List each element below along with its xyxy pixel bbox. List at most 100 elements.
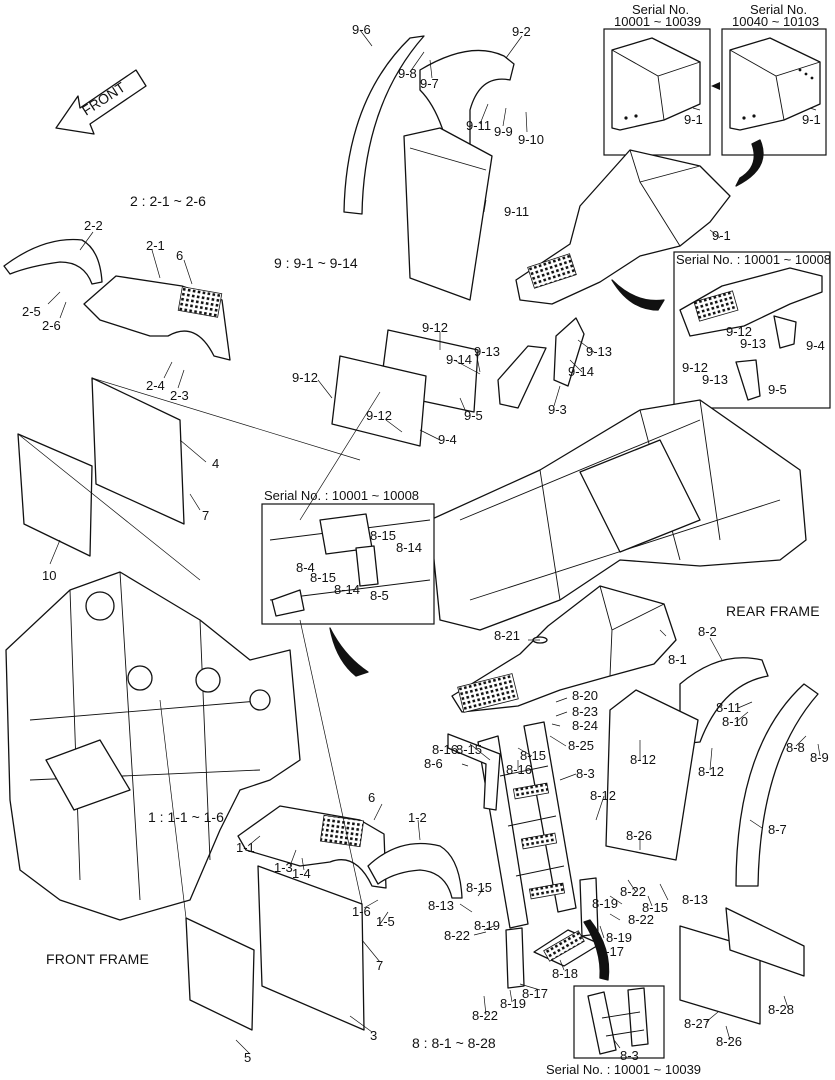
- leader-lines: [17, 29, 821, 1055]
- front-frame-label: FRONT FRAME: [46, 951, 149, 967]
- callout-9-1-b: 9-1: [802, 112, 821, 127]
- callout-8-15-e: 8-15: [642, 900, 668, 915]
- part-5-panel: [185, 917, 255, 1031]
- callout-8-19-c: 8-19: [474, 918, 500, 933]
- part-9-11-panel: [403, 127, 493, 301]
- callout-9-3: 9-3: [548, 402, 567, 417]
- callout-8-7: 8-7: [768, 822, 787, 837]
- callout-1-5: 1-5: [376, 914, 395, 929]
- serial-inset-10040-10103: [721, 28, 827, 156]
- callout-9-13-c: 9-13: [740, 336, 766, 351]
- step-serial-note: Serial No. : 10001 ~ 10008: [676, 252, 831, 267]
- part-9-3-bracket: [497, 317, 585, 409]
- serial-range-b: 10040 ~ 10103: [732, 14, 819, 29]
- part-4-panel: [91, 377, 185, 525]
- part-9-4-plate: [331, 355, 427, 447]
- callout-8-10: 8-10: [722, 714, 748, 729]
- callout-9-8: 9-8: [398, 66, 417, 81]
- callout-9-4-a: 9-4: [438, 432, 457, 447]
- callout-8-15-f: 8-15: [466, 880, 492, 895]
- callout-8-26-a: 8-26: [626, 828, 652, 843]
- callout-9-10: 9-10: [518, 132, 544, 147]
- callout-9-2: 9-2: [512, 24, 531, 39]
- part-9-1-step-platform: [515, 149, 731, 305]
- callout-8-23: 8-23: [572, 704, 598, 719]
- callout-8-15-a: 8-15: [370, 528, 396, 543]
- callout-8-25: 8-25: [568, 738, 594, 753]
- part-8-1-step-platform: [451, 585, 677, 713]
- callout-5: 5: [244, 1050, 251, 1065]
- callout-8-27: 8-27: [684, 1016, 710, 1031]
- callout-8-14-a: 8-14: [396, 540, 422, 555]
- front-direction-arrow: FRONT: [55, 69, 147, 135]
- callout-9-13-b: 9-13: [586, 344, 612, 359]
- callout-8-19-b: 8-19: [606, 930, 632, 945]
- callout-9-11-a: 9-11: [466, 118, 491, 133]
- callout-9-12-b: 9-12: [292, 370, 318, 385]
- part-2-2-mudguard: [3, 238, 103, 285]
- part-8-12-panel: [605, 689, 699, 861]
- callout-3: 3: [370, 1028, 377, 1043]
- callout-8-16-b: 8-16: [506, 762, 532, 777]
- part-8-6-bracket: [447, 733, 501, 811]
- callout-8-22-b: 8-22: [628, 912, 654, 927]
- callout-8-13-b: 8-13: [428, 898, 454, 913]
- callout-9-1-c: 9-1: [712, 228, 731, 243]
- callout-9-13-a: 9-13: [474, 344, 500, 359]
- part-8-28-plate: [725, 907, 805, 977]
- callout-8-22-a: 8-22: [620, 884, 646, 899]
- callout-6-a: 6: [176, 248, 183, 263]
- callout-9-9: 9-9: [494, 124, 513, 139]
- callout-8-19-a: 8-19: [592, 896, 618, 911]
- callout-8-17-a: 8-17: [598, 944, 624, 959]
- part-1-2-mudguard: [367, 842, 463, 899]
- front-frame-chassis: [5, 571, 301, 921]
- callout-8-18: 8-18: [552, 966, 578, 981]
- callout-8-21: 8-21: [494, 628, 520, 643]
- callout-2-1: 2-1: [146, 238, 165, 253]
- callout-8-13-a: 8-13: [682, 892, 708, 907]
- callout-2-4: 2-4: [146, 378, 165, 393]
- callout-8-24: 8-24: [572, 718, 598, 733]
- rear-frame-chassis: [429, 399, 807, 631]
- serial-title-a: Serial No.: [632, 2, 689, 17]
- callout-8-6: 8-6: [424, 756, 443, 771]
- group-9-note: 9 : 9-1 ~ 9-14: [274, 255, 358, 271]
- bottom-serial-inset: [573, 985, 665, 1059]
- callout-9-1-a: 9-1: [684, 112, 703, 127]
- callout-8-11: 8-11: [716, 700, 741, 715]
- callout-1-6: 1-6: [352, 904, 371, 919]
- callout-9-7: 9-7: [420, 76, 439, 91]
- callout-8-1: 8-1: [668, 652, 687, 667]
- callout-9-4-b: 9-4: [806, 338, 825, 353]
- callout-8-14-b: 8-14: [334, 582, 360, 597]
- callout-8-2: 8-2: [698, 624, 717, 639]
- callout-9-12-e: 9-12: [682, 360, 708, 375]
- callout-9-6: 9-6: [352, 22, 371, 37]
- callout-1-1: 1-1: [236, 840, 255, 855]
- mid-serial-note: Serial No. : 10001 ~ 10008: [264, 488, 419, 503]
- callout-8-16-a: 8-16: [432, 742, 458, 757]
- serial-header-texts: Serial No. 10001 ~ 10039 Serial No. 1004…: [264, 2, 831, 1077]
- callout-2-5: 2-5: [22, 304, 41, 319]
- group-notes: 2 : 2-1 ~ 2-6 9 : 9-1 ~ 9-14 1 : 1-1 ~ 1…: [130, 193, 496, 1051]
- callout-8-12-a: 8-12: [630, 752, 656, 767]
- callout-8-5: 8-5: [370, 588, 389, 603]
- callout-8-15-b: 8-15: [310, 570, 336, 585]
- callout-8-22-d: 8-22: [472, 1008, 498, 1023]
- part-1-1-fender: [237, 805, 387, 889]
- inset-arrow-icon: [711, 82, 720, 90]
- callout-labels: 9-6 9-2 9-8 9-7 9-11 9-9 9-10 9-11 9-1 9…: [22, 22, 829, 1065]
- callout-9-5-b: 9-5: [768, 382, 787, 397]
- callout-9-12-a: 9-12: [422, 320, 448, 335]
- callout-9-11-b: 9-11: [504, 204, 529, 219]
- serial-inset-10001-10039: [603, 28, 711, 156]
- callout-6-b: 6: [368, 790, 375, 805]
- frame-labels: REAR FRAME FRONT FRAME: [46, 603, 820, 967]
- part-3-panel: [257, 865, 365, 1031]
- part-9-6-fender: [343, 35, 425, 215]
- curved-arrow-icon: [735, 139, 764, 187]
- group-1-note: 1 : 1-1 ~ 1-6: [148, 809, 224, 825]
